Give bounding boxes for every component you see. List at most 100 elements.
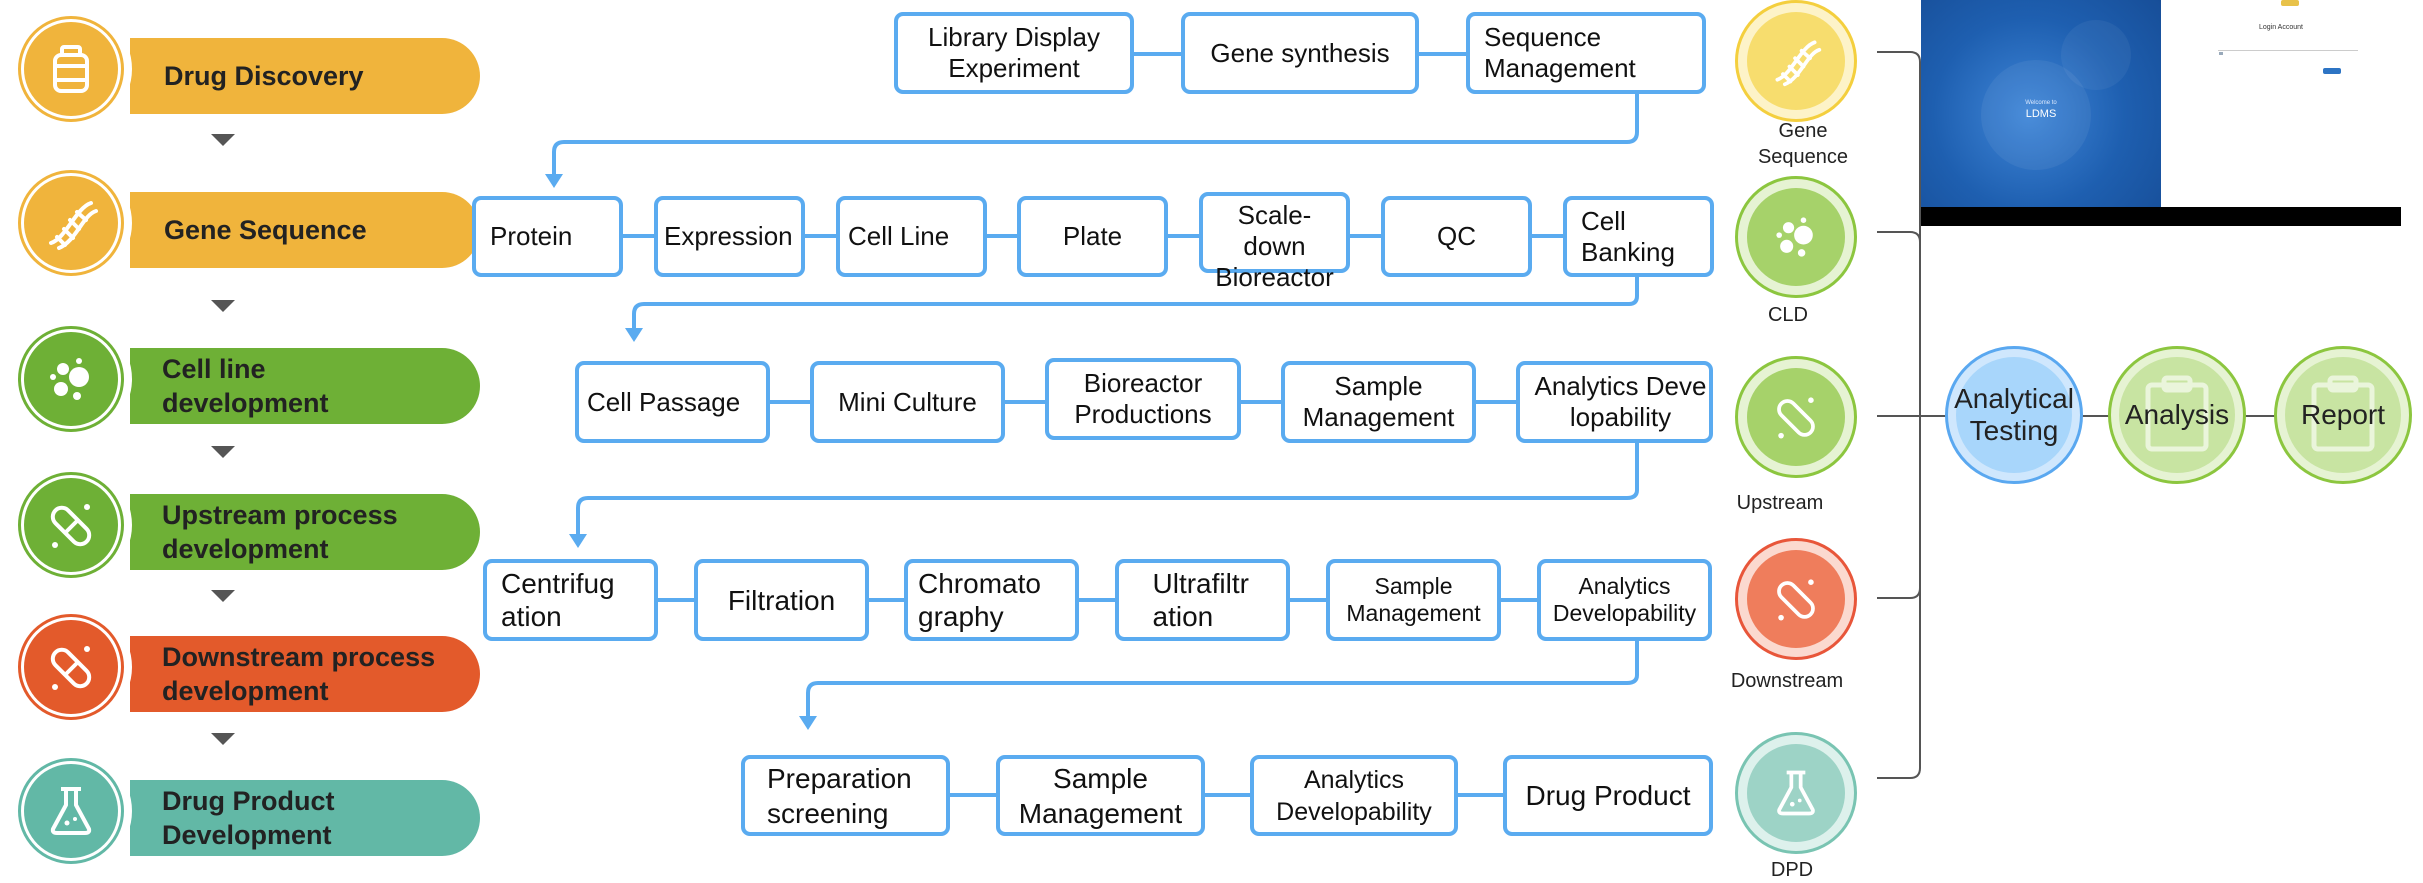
step-analytics-developability-ds[interactable]: Analytics Developability xyxy=(1537,559,1712,641)
category-label: DPD xyxy=(1770,859,1814,881)
down-arrow xyxy=(211,446,235,458)
step-analytics-developability-dpd[interactable]: Analytics Developability xyxy=(1250,755,1458,836)
stage-disc xyxy=(10,750,132,872)
step-analysis[interactable]: Analysis xyxy=(2108,346,2246,484)
step-analytical-testing[interactable]: Analytical Testing xyxy=(1945,346,2083,484)
category-cld[interactable] xyxy=(1735,176,1857,298)
step-label: Preparation screening xyxy=(767,762,912,829)
login-title: Login Account xyxy=(2259,24,2303,31)
stage-disc xyxy=(10,8,132,130)
capsule-icon xyxy=(50,646,92,690)
logo-icon xyxy=(2281,0,2299,6)
capsule-icon xyxy=(50,504,92,548)
step-ultrafiltration[interactable]: Ultrafiltration xyxy=(1115,559,1290,641)
category-downstream[interactable] xyxy=(1735,538,1857,660)
stage-downstream[interactable]: Downstream process development xyxy=(10,606,480,728)
step-label: Cell Banking xyxy=(1581,205,1675,267)
dna-icon xyxy=(49,201,98,250)
step-bioreactor-productions[interactable]: Bioreactor Productions xyxy=(1045,358,1241,440)
login-button[interactable] xyxy=(2323,68,2341,74)
stage-label: Gene Sequence xyxy=(164,215,367,245)
ldms-login-screenshot: Welcome to LDMS Login Account xyxy=(1921,0,2401,226)
step-scale-down-bioreactor[interactable]: Scale-down Bioreactor xyxy=(1199,192,1350,292)
clipboard-icon xyxy=(2145,375,2209,452)
step-label: Scale-down Bioreactor xyxy=(1215,200,1334,292)
stage-disc xyxy=(10,606,132,728)
stage-pill: Upstream process development xyxy=(130,494,480,570)
step-drug-product[interactable]: Drug Product xyxy=(1503,755,1713,836)
step-analytics-developability[interactable]: Analytics Developability xyxy=(1516,361,1713,443)
down-arrow xyxy=(211,590,235,602)
stage-label: Cell line development xyxy=(162,354,329,418)
step-label: Analytics Developability xyxy=(1534,371,1707,432)
stage-upstream[interactable]: Upstream process development xyxy=(10,464,480,586)
step-report[interactable]: Report xyxy=(2274,346,2412,484)
stage-cell-line-development[interactable]: Cell line development xyxy=(10,318,480,440)
step-mini-culture[interactable]: Mini Culture xyxy=(810,361,1005,443)
step-sample-management-ds[interactable]: Sample Management xyxy=(1326,559,1501,641)
step-sample-management[interactable]: Sample Management xyxy=(1281,361,1476,443)
app-name: LDMS xyxy=(2025,108,2057,120)
category-label: CLD xyxy=(1767,304,1808,326)
step-label: Analysis xyxy=(2124,399,2230,430)
step-sample-management-dpd[interactable]: Sample Management xyxy=(996,755,1205,836)
step-cell-line[interactable]: Cell Line xyxy=(836,196,987,277)
step-library-display[interactable]: Library Display Experiment xyxy=(894,12,1134,94)
user-icon xyxy=(2219,52,2223,55)
step-label: Ultrafiltration xyxy=(1152,568,1249,632)
stage-pill: Gene Sequence xyxy=(130,192,480,268)
step-label: Chromatography xyxy=(918,568,1041,632)
stage-gene-sequence[interactable]: Gene Sequence xyxy=(10,162,480,284)
step-plate[interactable]: Plate xyxy=(1017,196,1168,277)
step-label: Sample Management xyxy=(1018,762,1183,829)
step-cell-banking[interactable]: Cell Banking xyxy=(1563,196,1714,277)
stage-label: Downstream process development xyxy=(162,642,436,706)
stage-pill: Drug Product Development xyxy=(130,780,480,856)
stage-disc xyxy=(10,464,132,586)
category-label: Upstream xyxy=(1736,492,1824,514)
step-centrifugation[interactable]: Centrifugation xyxy=(483,559,658,641)
step-cell-passage[interactable]: Cell Passage xyxy=(575,361,770,443)
cells-icon xyxy=(1776,217,1813,257)
stage-pill: Cell line development xyxy=(130,348,480,424)
stage-disc xyxy=(10,162,132,284)
down-arrow xyxy=(211,300,235,312)
stage-disc xyxy=(10,318,132,440)
stage-drug-product[interactable]: Drug Product Development xyxy=(10,750,480,872)
stage-label: Drug Discovery xyxy=(164,61,364,91)
category-label: Downstream xyxy=(1730,670,1844,692)
welcome-text: Welcome to xyxy=(2025,100,2057,106)
category-dpd[interactable] xyxy=(1735,732,1857,854)
step-chromatography[interactable]: Chromatography xyxy=(904,559,1079,641)
username-field[interactable] xyxy=(2218,50,2358,51)
step-preparation-screening[interactable]: Preparation screening xyxy=(741,755,950,836)
step-label: Report xyxy=(2300,399,2386,430)
login-form-panel xyxy=(2161,0,2401,207)
stage-label: Drug Product Development xyxy=(162,786,335,850)
step-label: Analytical Testing xyxy=(1954,383,2074,446)
step-protein[interactable]: Protein xyxy=(472,196,623,277)
step-label: Analytics Developability xyxy=(1276,765,1432,826)
flask-icon xyxy=(50,787,92,835)
stage-drug-discovery[interactable]: Drug Discovery xyxy=(10,8,480,130)
login-splash-panel: Welcome to LDMS xyxy=(1921,0,2161,207)
bottle-icon xyxy=(53,45,89,93)
capsule-icon xyxy=(1777,579,1815,621)
step-sequence-management[interactable]: Sequence Management xyxy=(1466,12,1706,94)
dna-icon xyxy=(1775,40,1822,87)
down-arrow xyxy=(211,733,235,745)
category-gene-sequence[interactable] xyxy=(1735,0,1857,122)
stage-pill: Downstream process development xyxy=(130,636,480,712)
category-label: Gene Sequence xyxy=(1757,120,1849,168)
flask-icon xyxy=(1777,770,1815,816)
step-label: Centrifugation xyxy=(501,568,615,632)
step-filtration[interactable]: Filtration xyxy=(694,559,869,641)
step-gene-synthesis[interactable]: Gene synthesis xyxy=(1181,12,1419,94)
clipboard-icon xyxy=(2311,375,2375,452)
step-qc[interactable]: QC xyxy=(1381,196,1532,277)
category-upstream[interactable] xyxy=(1735,356,1857,478)
step-expression[interactable]: Expression xyxy=(654,196,805,277)
cells-icon xyxy=(50,358,89,400)
stage-label: Upstream process development xyxy=(162,500,398,564)
